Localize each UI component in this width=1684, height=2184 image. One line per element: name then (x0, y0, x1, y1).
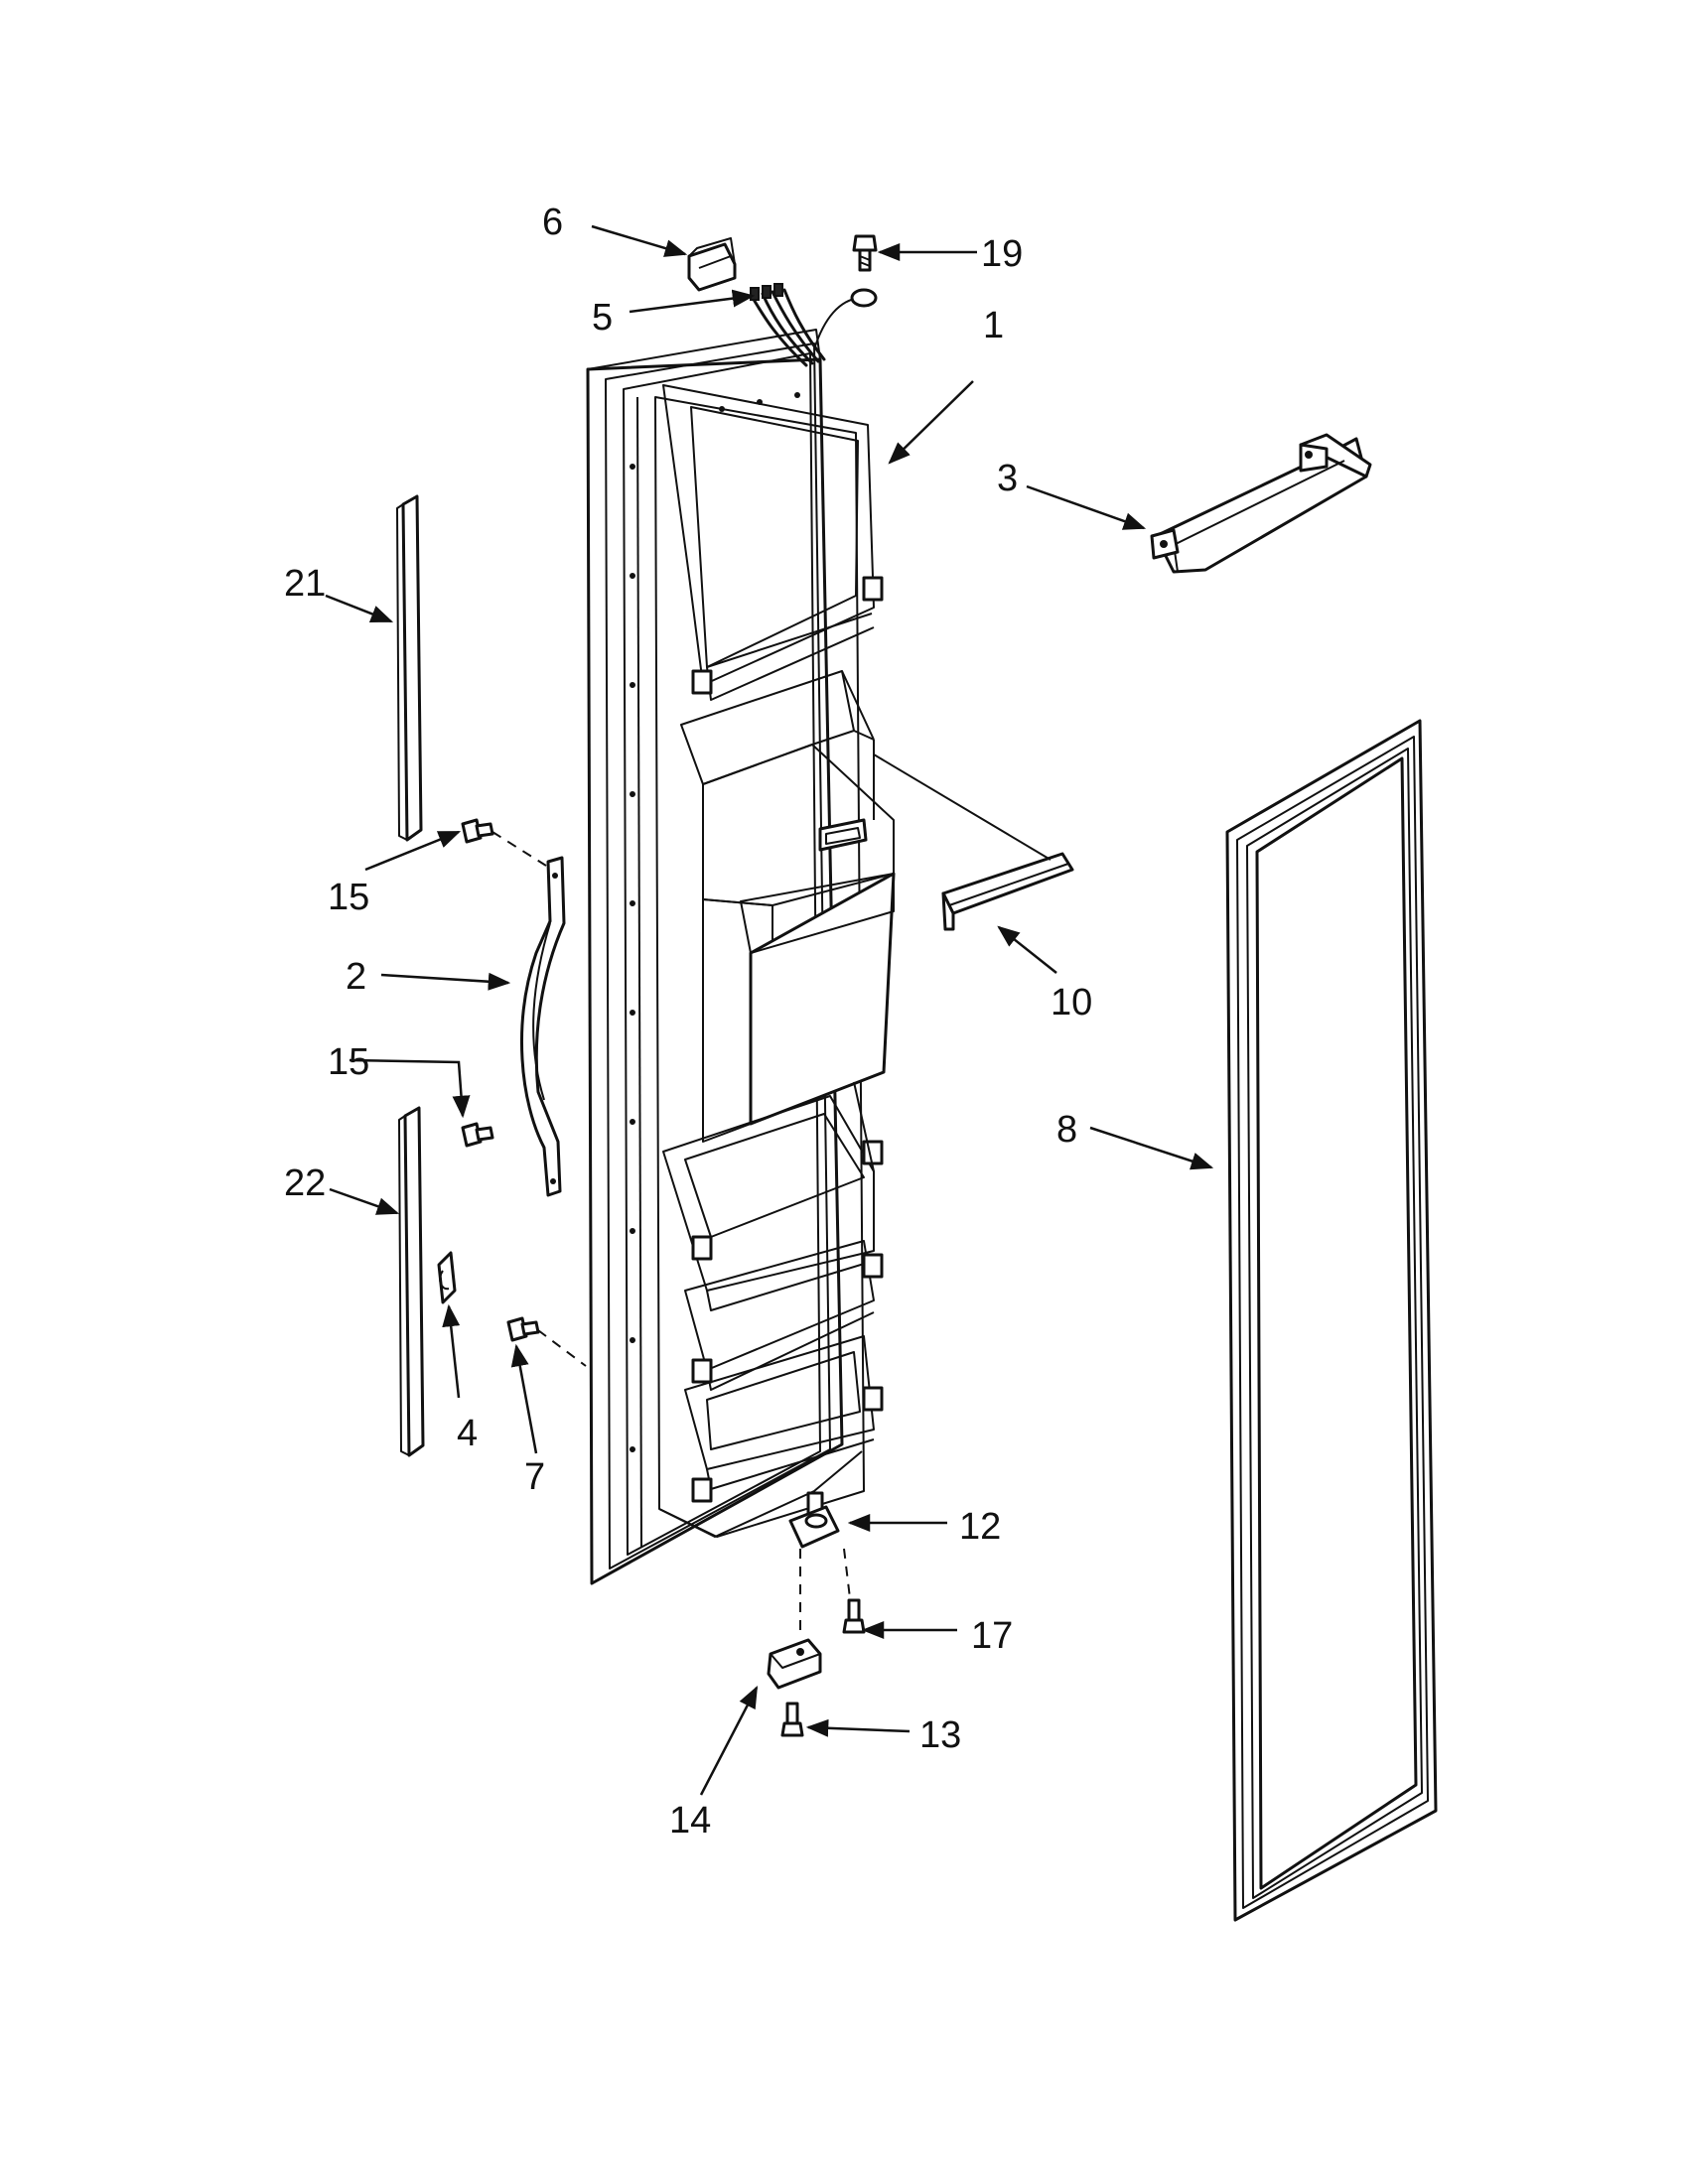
callout-4: 4 (457, 1413, 478, 1454)
door-screw-holes (630, 392, 800, 1452)
callout-22: 22 (284, 1162, 326, 1204)
dispenser-housing (680, 670, 896, 1143)
hinge-pin-12-part (788, 1491, 840, 1549)
shelf-rail-part (873, 753, 1074, 931)
screw-13-part (780, 1702, 804, 1737)
wire-harness-part (750, 283, 878, 367)
callout-17: 17 (971, 1615, 1013, 1657)
top-shelf-bar-part (1150, 433, 1372, 574)
door-bin-lower-1 (684, 1240, 884, 1391)
screw-15-upper-part (461, 818, 494, 844)
screw-7-part (506, 1316, 540, 1342)
door-bin-middle (662, 1081, 884, 1311)
callout-3: 3 (997, 458, 1018, 499)
wire-connector-part (687, 237, 737, 292)
callout-6: 6 (542, 202, 563, 243)
screw-19-part (852, 234, 878, 272)
callout-labels: 6 19 5 1 3 21 15 2 10 15 8 22 4 7 12 17 … (284, 202, 1092, 1842)
door-bin-lower-2 (658, 1335, 884, 1538)
callout-15-upper: 15 (328, 877, 369, 918)
door-panel-part (586, 329, 896, 1585)
callout-10: 10 (1051, 982, 1092, 1024)
trim-strip-22-part (398, 1106, 425, 1457)
callout-2: 2 (346, 956, 366, 998)
callout-14: 14 (669, 1800, 711, 1842)
callout-8: 8 (1056, 1109, 1077, 1151)
clip-4-part (437, 1251, 457, 1304)
door-handle-part (520, 856, 566, 1197)
screw-17-part (842, 1598, 866, 1634)
callout-21: 21 (284, 563, 326, 605)
callout-19: 19 (981, 233, 1023, 275)
callout-15-lower: 15 (328, 1041, 369, 1083)
callout-5: 5 (592, 297, 613, 339)
trim-strip-21-part (396, 494, 423, 842)
door-gasket-part (1225, 719, 1438, 1922)
callout-12: 12 (959, 1506, 1001, 1548)
callout-13: 13 (919, 1714, 961, 1756)
leader-arrows (325, 224, 1214, 1796)
hinge-bracket-14-part (767, 1638, 822, 1690)
callout-1: 1 (983, 305, 1004, 346)
screw-15-lower-part (461, 1122, 494, 1148)
callout-7: 7 (524, 1456, 545, 1498)
door-bin-top (662, 384, 884, 701)
